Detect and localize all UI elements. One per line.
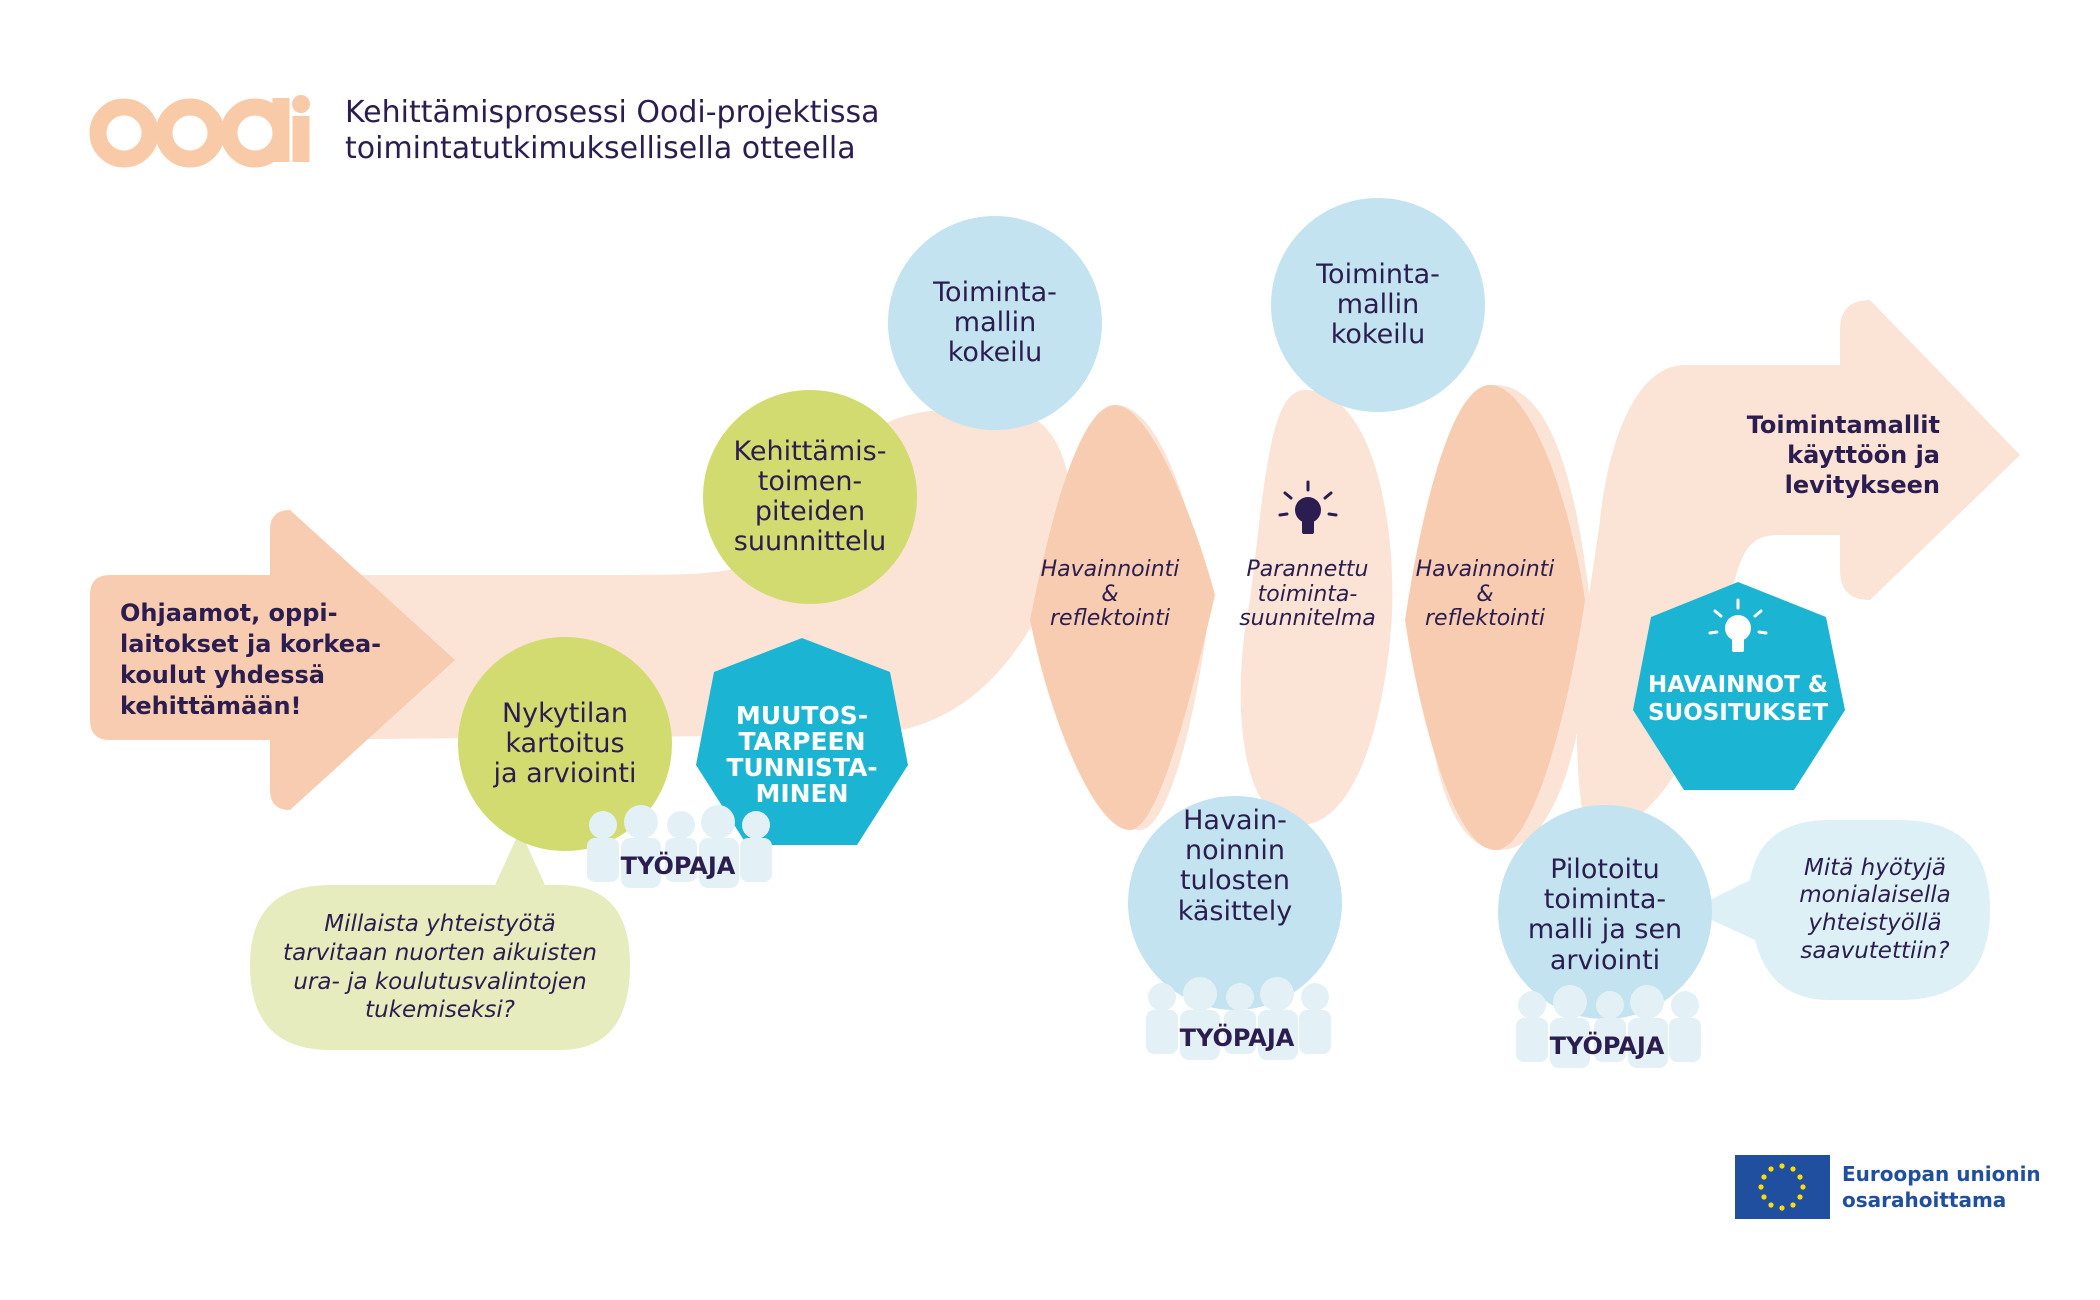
- start-arrow-label: Ohjaamot, oppi- laitokset ja korkea- kou…: [120, 598, 382, 721]
- step-nykytila-label: Nykytilan kartoitus ja arviointi: [493, 697, 637, 790]
- step-havainnoinnin-circle: [1128, 796, 1342, 1010]
- lightbulb-icon: [1708, 598, 1768, 652]
- step-havainnoinnin-label: Havain- noinnin tulosten käsittely: [1177, 805, 1293, 927]
- step-kehittamis-circle: [703, 390, 917, 604]
- end-arrow-label: Toimintamallit käyttöön ja levitykseen: [1746, 411, 1940, 499]
- wave-light-2: [1240, 390, 1393, 825]
- muutos-badge: [696, 638, 908, 845]
- title-line-2: toimintatutkimuksellisella otteella: [345, 131, 856, 166]
- eu-funding-label: Euroopan unionin osarahoittama: [1842, 1162, 2041, 1212]
- wave-fold-1: [1030, 405, 1215, 830]
- start-arrow: [90, 510, 455, 810]
- title-line-1: Kehittämisprosessi Oodi-projektissa: [345, 95, 880, 130]
- step-kehittamis-label: Kehittämis- toimen- piteiden suunnittelu: [733, 435, 887, 558]
- step-kokeilu2-label: Toiminta- mallin kokeilu: [1316, 258, 1440, 351]
- workshop-label-1: TYÖPAJA: [620, 852, 736, 880]
- step-kokeilu2-circle: [1271, 198, 1485, 412]
- question-bubble-2-text: Mitä hyötyjä monialaisella yhteistyöllä …: [1799, 854, 1951, 964]
- wave-havainnointi-1: Havainnointi & reflektointi: [1040, 557, 1180, 632]
- workshop-label-3: TYÖPAJA: [1549, 1032, 1665, 1060]
- eu-flag-icon: [1735, 1155, 1830, 1219]
- question-bubble-1: [250, 830, 630, 1050]
- step-nykytila-circle: [458, 637, 672, 851]
- lightbulb-icon: [1278, 480, 1338, 534]
- wave-parannettu: Parannettu toiminta- suunnitelma: [1239, 557, 1376, 632]
- page-title: Kehittämisprosessi Oodi-projektissa toim…: [345, 95, 1045, 175]
- question-bubble-2: [1690, 820, 1990, 1000]
- question-bubble-1-text: Millaista yhteistyötä tarvitaan nuorten …: [283, 911, 597, 1024]
- muutos-badge-label: MUUTOS- TARPEEN TUNNISTA- MINEN: [726, 700, 878, 809]
- step-pilotoitu-circle: [1498, 805, 1712, 1019]
- workshop-label-2: TYÖPAJA: [1179, 1024, 1295, 1052]
- wave-fold-2: [1405, 385, 1585, 850]
- wave-havainnointi-2: Havainnointi & reflektointi: [1415, 557, 1555, 632]
- step-kokeilu1-circle: [888, 216, 1102, 430]
- oodi-logo: [89, 98, 310, 168]
- step-kokeilu1-label: Toiminta- mallin kokeilu: [933, 276, 1057, 369]
- step-pilotoitu-label: Pilotoitu toiminta- malli ja sen arvioin…: [1527, 854, 1683, 976]
- havainnot-badge: [1633, 582, 1845, 790]
- havainnot-badge-label: HAVAINNOT & SUOSITUKSET: [1647, 672, 1829, 726]
